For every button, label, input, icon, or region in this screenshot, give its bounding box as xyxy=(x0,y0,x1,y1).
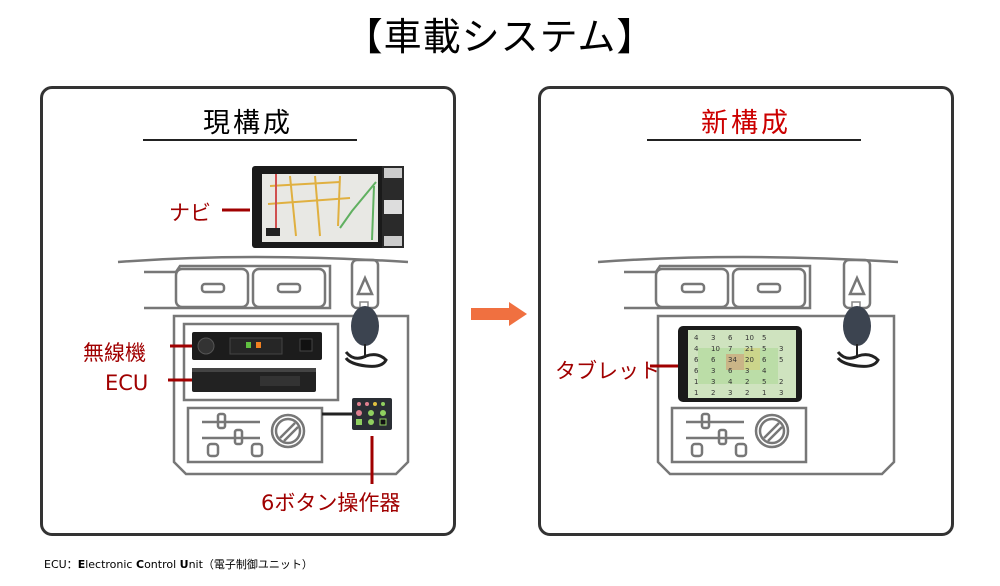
tablet-map-number: 1 xyxy=(694,378,698,386)
tablet-map-number: 5 xyxy=(779,356,783,364)
ecu-image xyxy=(192,368,316,392)
tablet-map-number: 6 xyxy=(728,367,733,375)
microphone-image xyxy=(836,301,880,368)
tablet-map-number: 3 xyxy=(711,378,715,386)
tablet-map-number: 3 xyxy=(779,345,783,353)
tablet-map-number: 6 xyxy=(694,367,699,375)
footnote-u-rest: nit（電子制御ユニット） xyxy=(188,558,313,571)
current-configuration-heading: 現構成 xyxy=(203,108,293,139)
tablet-map-number: 6 xyxy=(694,356,699,364)
new-configuration-panel: 新構成 xyxy=(538,86,954,536)
radio-unit-image xyxy=(192,332,322,360)
footnote-u: U xyxy=(179,558,189,571)
current-configuration-panel: 現構成 xyxy=(40,86,456,536)
six-button-controller-image xyxy=(322,398,392,430)
page-title: 【車載システム】 xyxy=(344,15,656,59)
tablet-map-number: 6 xyxy=(762,356,767,364)
footnote-prefix: ECU： xyxy=(44,558,78,571)
footnote-e: E xyxy=(77,558,86,571)
tablet-map-number: 6 xyxy=(728,334,733,342)
tablet-map-number: 3 xyxy=(711,334,715,342)
tablet-map-number: 5 xyxy=(762,378,766,386)
tablet-map-number: 2 xyxy=(745,378,749,386)
navigation-unit-image xyxy=(252,166,404,248)
current-dashboard-diagram xyxy=(117,166,410,484)
tablet-map-number: 2 xyxy=(779,378,783,386)
tablet-map-number: 3 xyxy=(745,367,749,375)
tablet-map-number: 34 xyxy=(728,356,737,364)
microphone-image xyxy=(344,301,388,368)
footnote: ECU：Electronic Control Unit（電子制御ユニット） xyxy=(44,556,313,572)
tablet-map-number: 1 xyxy=(694,389,698,397)
tablet-map-number: 4 xyxy=(762,367,767,375)
heading-underline xyxy=(143,139,357,141)
tablet-map-number: 4 xyxy=(728,378,733,386)
footnote-c-rest: ontrol xyxy=(144,558,180,571)
tablet-label: タブレット xyxy=(555,359,660,383)
tablet-map-number: 21 xyxy=(745,345,754,353)
tablet-map-number: 2 xyxy=(711,389,715,397)
transition-arrow-icon xyxy=(471,302,527,326)
six-button-controller-label: 6ボタン操作器 xyxy=(261,491,401,515)
dashboard-outline xyxy=(117,255,410,476)
tablet-map-number: 6 xyxy=(711,356,716,364)
tablet-map-number: 3 xyxy=(779,389,783,397)
tablet-map-number: 7 xyxy=(728,345,732,353)
tablet-map-number: 20 xyxy=(745,356,754,364)
tablet-map-number: 3 xyxy=(728,389,732,397)
navi-label: ナビ xyxy=(169,201,211,225)
tablet-map-number: 5 xyxy=(762,345,766,353)
footnote-e-rest: lectronic xyxy=(85,558,136,571)
ecu-label: ECU xyxy=(105,371,149,395)
tablet-map-number: 10 xyxy=(711,345,720,353)
footnote-c: C xyxy=(135,558,145,571)
tablet-map-number: 3 xyxy=(711,367,715,375)
tablet-map-number: 10 xyxy=(745,334,754,342)
tablet-map-number: 1 xyxy=(762,389,766,397)
tablet-map-number: 4 xyxy=(694,345,699,353)
tablet-map-number: 4 xyxy=(694,334,699,342)
heading-underline xyxy=(647,139,861,141)
new-configuration-heading: 新構成 xyxy=(701,108,791,139)
tablet-map-number: 2 xyxy=(745,389,749,397)
leader-lines xyxy=(168,208,374,484)
radio-label: 無線機 xyxy=(83,341,146,365)
tablet-map-number: 5 xyxy=(762,334,766,342)
